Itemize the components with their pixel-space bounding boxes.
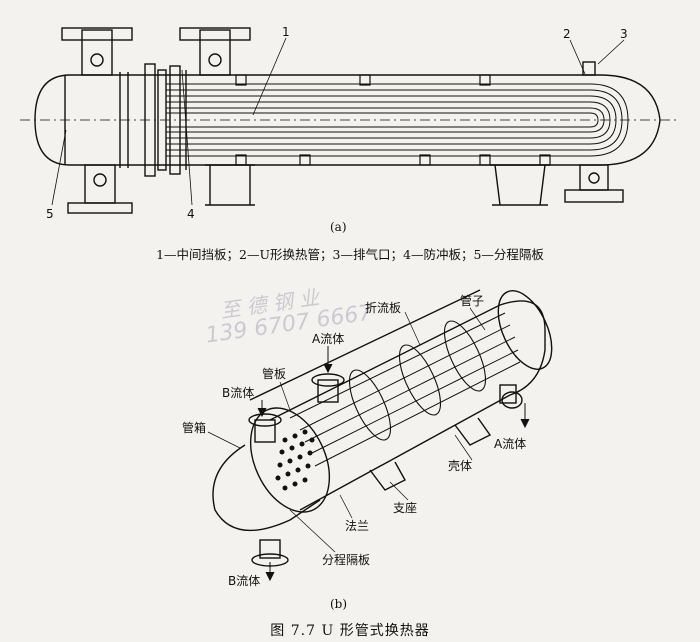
label-flange: 法兰: [345, 519, 369, 533]
saddle-right: [490, 164, 550, 206]
u-tube-bundle: [166, 83, 629, 157]
label-2: 2: [563, 27, 571, 41]
legend: 1—中间挡板；2—U形换热管；3—排气口；4—防冲板；5—分程隔板: [156, 247, 544, 262]
label-fluid-a-out: A流体: [494, 437, 526, 451]
figure-caption: 图 7.7 U 形管式换热器: [270, 623, 430, 639]
support-b2: [454, 417, 492, 446]
label-fluid-a-in: A流体: [312, 332, 344, 346]
nozzle-a-in: [311, 373, 345, 403]
top-nozzle-left: [61, 27, 133, 76]
label-4: 4: [187, 207, 195, 221]
top-nozzle-right: [179, 27, 251, 76]
nozzle-a-out: [499, 384, 523, 409]
label-partition: 分程隔板: [322, 552, 370, 567]
label-baffle: 折流板: [365, 300, 401, 315]
label-fluid-b-out: B流体: [228, 574, 260, 588]
shell-b: [269, 300, 546, 511]
saddle-left: [205, 164, 255, 206]
diagram-a: 1 2 3 4 5: [20, 25, 680, 221]
bottom-nozzle: [67, 164, 133, 214]
label-5: 5: [46, 207, 54, 221]
label-fluid-b-in: B流体: [222, 386, 254, 400]
nozzle-b-in: [248, 413, 282, 443]
label-shell: 壳体: [448, 459, 472, 473]
shell-end: [497, 290, 553, 370]
channel-head-b: [212, 444, 321, 532]
label-1: 1: [282, 25, 290, 39]
support-b1: [369, 461, 406, 491]
label-support: 支座: [393, 500, 417, 515]
label-tube: 管子: [460, 293, 484, 308]
label-3: 3: [620, 27, 628, 41]
tube-sheet-b: [249, 407, 331, 513]
label-channel: 管箱: [182, 420, 206, 435]
right-nozzle: [564, 164, 624, 203]
caption-b: (b): [330, 597, 348, 611]
label-tube-sheet: 管板: [262, 366, 286, 381]
caption-a: (a): [330, 220, 347, 234]
baffles-b: [348, 320, 487, 441]
